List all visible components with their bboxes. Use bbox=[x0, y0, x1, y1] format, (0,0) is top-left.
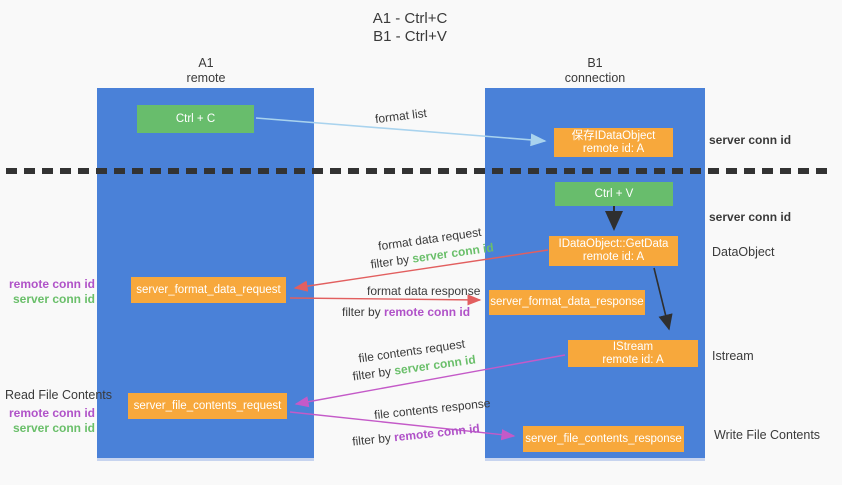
node-ctrl-v-label: Ctrl + V bbox=[594, 187, 634, 200]
title-line-1: A1 - Ctrl+C bbox=[372, 10, 448, 27]
node-istream-line2: remote id: A bbox=[602, 353, 664, 366]
getdata-to-istream-arrow bbox=[653, 267, 673, 331]
node-server-file-contents-response: server_file_contents_response bbox=[523, 426, 684, 452]
right-server-conn-id-mid: server conn id bbox=[709, 210, 792, 224]
node-getdata-line2: remote id: A bbox=[582, 251, 645, 263]
node-idataobject-getdata: IDataObject::GetData remote id: A bbox=[549, 236, 678, 266]
lifeline-b1-name: B1 bbox=[587, 56, 603, 70]
node-save-idataobject-line2: remote id: A bbox=[582, 142, 645, 155]
node-save-idataobject: 保存IDataObject remote id: A bbox=[554, 128, 673, 157]
lifeline-header-b1: B1 connection bbox=[534, 56, 656, 86]
node-getdata-line1: IDataObject::GetData bbox=[558, 238, 669, 250]
title-line-2: B1 - Ctrl+V bbox=[373, 28, 447, 45]
left-remote-conn-id-1: remote conn id bbox=[8, 277, 95, 291]
left-server-conn-id-1: server conn id bbox=[12, 291, 95, 306]
left-read-file-contents-label: Read File Contents bbox=[5, 388, 113, 402]
label-filter-by-remote-1: filter by remote conn id bbox=[342, 304, 470, 321]
node-server-file-contents-response-label: server_file_contents_response bbox=[525, 432, 682, 445]
node-server-format-data-response: server_format_data_response bbox=[489, 290, 645, 315]
right-istream-label: Istream bbox=[712, 349, 754, 363]
node-ctrl-v: Ctrl + V bbox=[555, 182, 673, 206]
label-filter-by-text: filter by bbox=[351, 364, 392, 384]
label-filter-by-text: filter by bbox=[351, 430, 392, 449]
dotted-separator-line bbox=[6, 168, 828, 174]
diagram-title: A1 - Ctrl+C B1 - Ctrl+V bbox=[310, 10, 510, 46]
lifeline-a1-name: A1 bbox=[198, 56, 214, 70]
node-istream-line1: IStream bbox=[612, 340, 654, 353]
right-dataobject-label: DataObject bbox=[712, 245, 775, 259]
format-list-arrow bbox=[255, 117, 547, 147]
node-save-idataobject-line1: 保存IDataObject bbox=[571, 129, 656, 142]
node-ctrl-c-label: Ctrl + C bbox=[175, 112, 216, 125]
label-format-data-response: format data response bbox=[367, 284, 481, 298]
lifeline-a1-subtitle: remote bbox=[186, 71, 226, 85]
right-server-conn-id-top: server conn id bbox=[709, 133, 792, 147]
label-filter-by-text: filter by bbox=[342, 305, 381, 319]
node-server-file-contents-request-label: server_file_contents_request bbox=[133, 399, 282, 412]
right-write-file-contents-label: Write File Contents bbox=[714, 428, 821, 442]
lifeline-header-a1: A1 remote bbox=[145, 56, 267, 86]
file-contents-request-arrow bbox=[294, 354, 566, 408]
left-server-conn-id-2: server conn id bbox=[12, 420, 95, 435]
node-server-format-data-request: server_format_data_request bbox=[131, 277, 286, 303]
node-server-format-data-response-label: server_format_data_response bbox=[490, 296, 644, 308]
node-istream: IStream remote id: A bbox=[568, 340, 698, 367]
label-remote-conn-id-text: remote conn id bbox=[384, 305, 471, 319]
left-conn-id-block-2: remote conn id server conn id bbox=[5, 406, 95, 435]
lifeline-b1-subtitle: connection bbox=[564, 71, 626, 85]
left-conn-id-block-1: remote conn id server conn id bbox=[8, 277, 95, 306]
file-contents-response-arrow bbox=[289, 411, 516, 441]
node-ctrl-c: Ctrl + C bbox=[137, 105, 254, 133]
format-data-request-arrow bbox=[293, 249, 549, 292]
node-server-format-data-request-label: server_format_data_request bbox=[136, 283, 281, 296]
format-data-response-arrow bbox=[289, 294, 482, 306]
left-remote-conn-id-2: remote conn id bbox=[8, 406, 95, 420]
node-server-file-contents-request: server_file_contents_request bbox=[128, 393, 287, 419]
label-filter-by-text: filter by bbox=[369, 252, 410, 272]
